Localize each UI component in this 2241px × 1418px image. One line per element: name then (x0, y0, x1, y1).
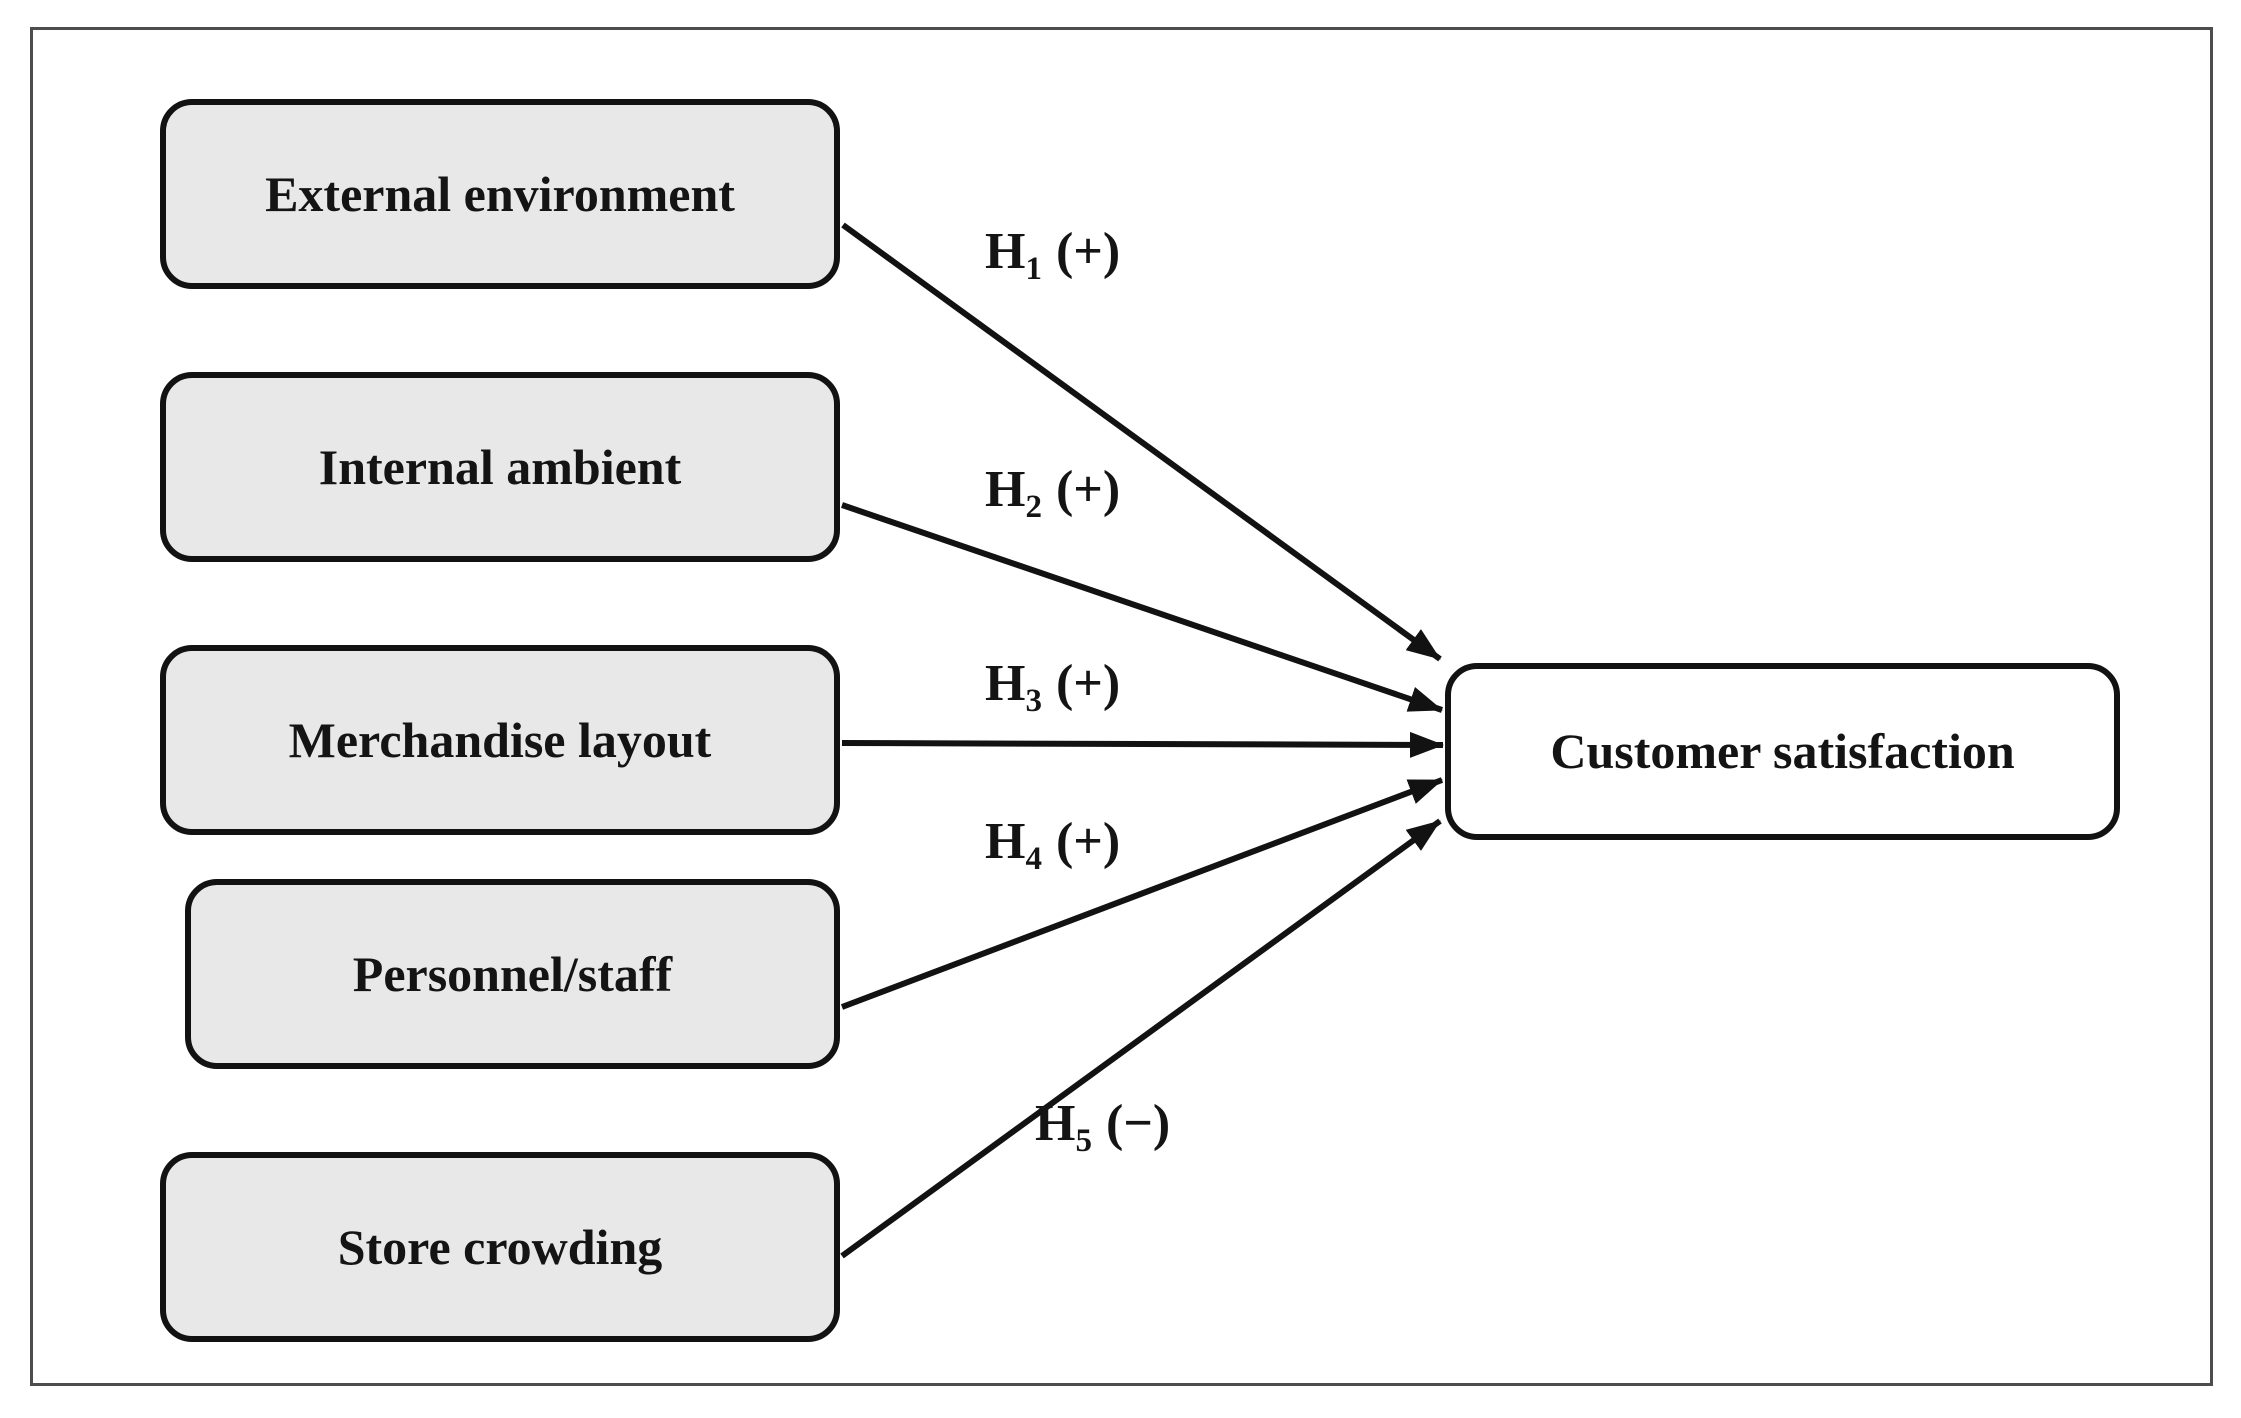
hypothesis-subscript: 2 (1025, 489, 1042, 525)
hypothesis-subscript: 4 (1025, 841, 1042, 877)
hypothesis-sign: (+) (1055, 461, 1121, 518)
box-label: Customer satisfaction (1550, 723, 2015, 779)
hypothesis-label-h1: H1 (+) (985, 226, 1120, 286)
hypothesis-symbol: H (985, 655, 1026, 712)
hypothesis-label-h4: H4 (+) (985, 816, 1120, 876)
hypothesis-label-h5: H5 (−) (1035, 1098, 1170, 1158)
figure-frame (30, 27, 2213, 1386)
hypothesis-subscript: 1 (1025, 251, 1042, 287)
box-label: Merchandise layout (288, 711, 712, 768)
hypothesis-label-h3: H3 (+) (985, 658, 1120, 718)
hypothesis-label-h2: H2 (+) (985, 464, 1120, 524)
box-store-crowding: Store crowding (160, 1152, 840, 1342)
box-label: Store crowding (337, 1218, 663, 1275)
box-personnel-staff: Personnel/staff (185, 879, 840, 1069)
box-label: External environment (265, 165, 735, 222)
hypothesis-subscript: 5 (1075, 1123, 1092, 1159)
box-label: Internal ambient (318, 438, 682, 495)
hypothesis-sign: (+) (1055, 655, 1121, 712)
hypothesis-symbol: H (1035, 1095, 1076, 1152)
hypothesis-symbol: H (985, 813, 1026, 870)
hypothesis-symbol: H (985, 223, 1026, 280)
hypothesis-sign: (−) (1105, 1095, 1171, 1152)
box-label: Personnel/staff (352, 945, 673, 1002)
hypothesis-subscript: 3 (1025, 683, 1042, 719)
hypothesis-sign: (+) (1055, 813, 1121, 870)
hypothesis-sign: (+) (1055, 223, 1121, 280)
box-external-environment: External environment (160, 99, 840, 289)
hypothesis-symbol: H (985, 461, 1026, 518)
box-merchandise-layout: Merchandise layout (160, 645, 840, 835)
box-customer-satisfaction: Customer satisfaction (1445, 663, 2120, 840)
box-internal-ambient: Internal ambient (160, 372, 840, 562)
